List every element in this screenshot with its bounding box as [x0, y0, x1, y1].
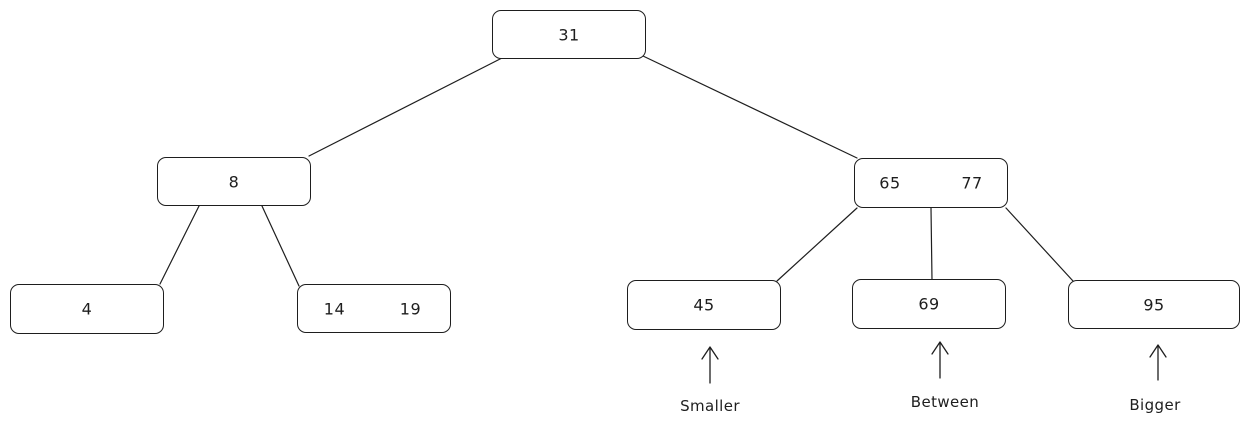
arrow-up-icon [1149, 344, 1167, 381]
arrow-up-icon [701, 346, 719, 384]
node-key: 31 [558, 25, 580, 44]
node-key: 95 [1143, 295, 1165, 314]
node-right-middle: 69 [852, 279, 1006, 329]
edge-right-to-right-right [1005, 207, 1074, 282]
node-left-right: 14 19 [297, 284, 451, 333]
node-key: 77 [961, 173, 983, 193]
edge-root-to-right [642, 55, 858, 159]
node-key: 4 [81, 299, 93, 319]
node-right-left: 45 [627, 280, 781, 330]
node-right: 65 77 [854, 158, 1008, 208]
node-key: 19 [399, 299, 422, 318]
node-key: 69 [918, 294, 940, 314]
edge-right-to-right-middle [930, 207, 933, 281]
edge-left-to-left-right [261, 205, 300, 287]
node-right-right: 95 [1068, 280, 1240, 329]
node-key: 8 [228, 172, 240, 191]
node-left-left: 4 [10, 284, 164, 334]
edge-left-to-left-left [159, 205, 200, 285]
edge-root-to-left [308, 57, 503, 157]
arrow-up-icon [931, 341, 949, 379]
label-between: Between [910, 393, 980, 411]
node-root: 31 [492, 10, 646, 59]
node-key: 45 [693, 295, 715, 315]
node-key: 14 [323, 299, 346, 318]
node-left: 8 [157, 157, 311, 206]
node-key: 65 [879, 173, 901, 193]
label-smaller: Smaller [680, 397, 740, 415]
edge-right-to-right-left [776, 207, 858, 282]
label-bigger: Bigger [1129, 396, 1181, 414]
